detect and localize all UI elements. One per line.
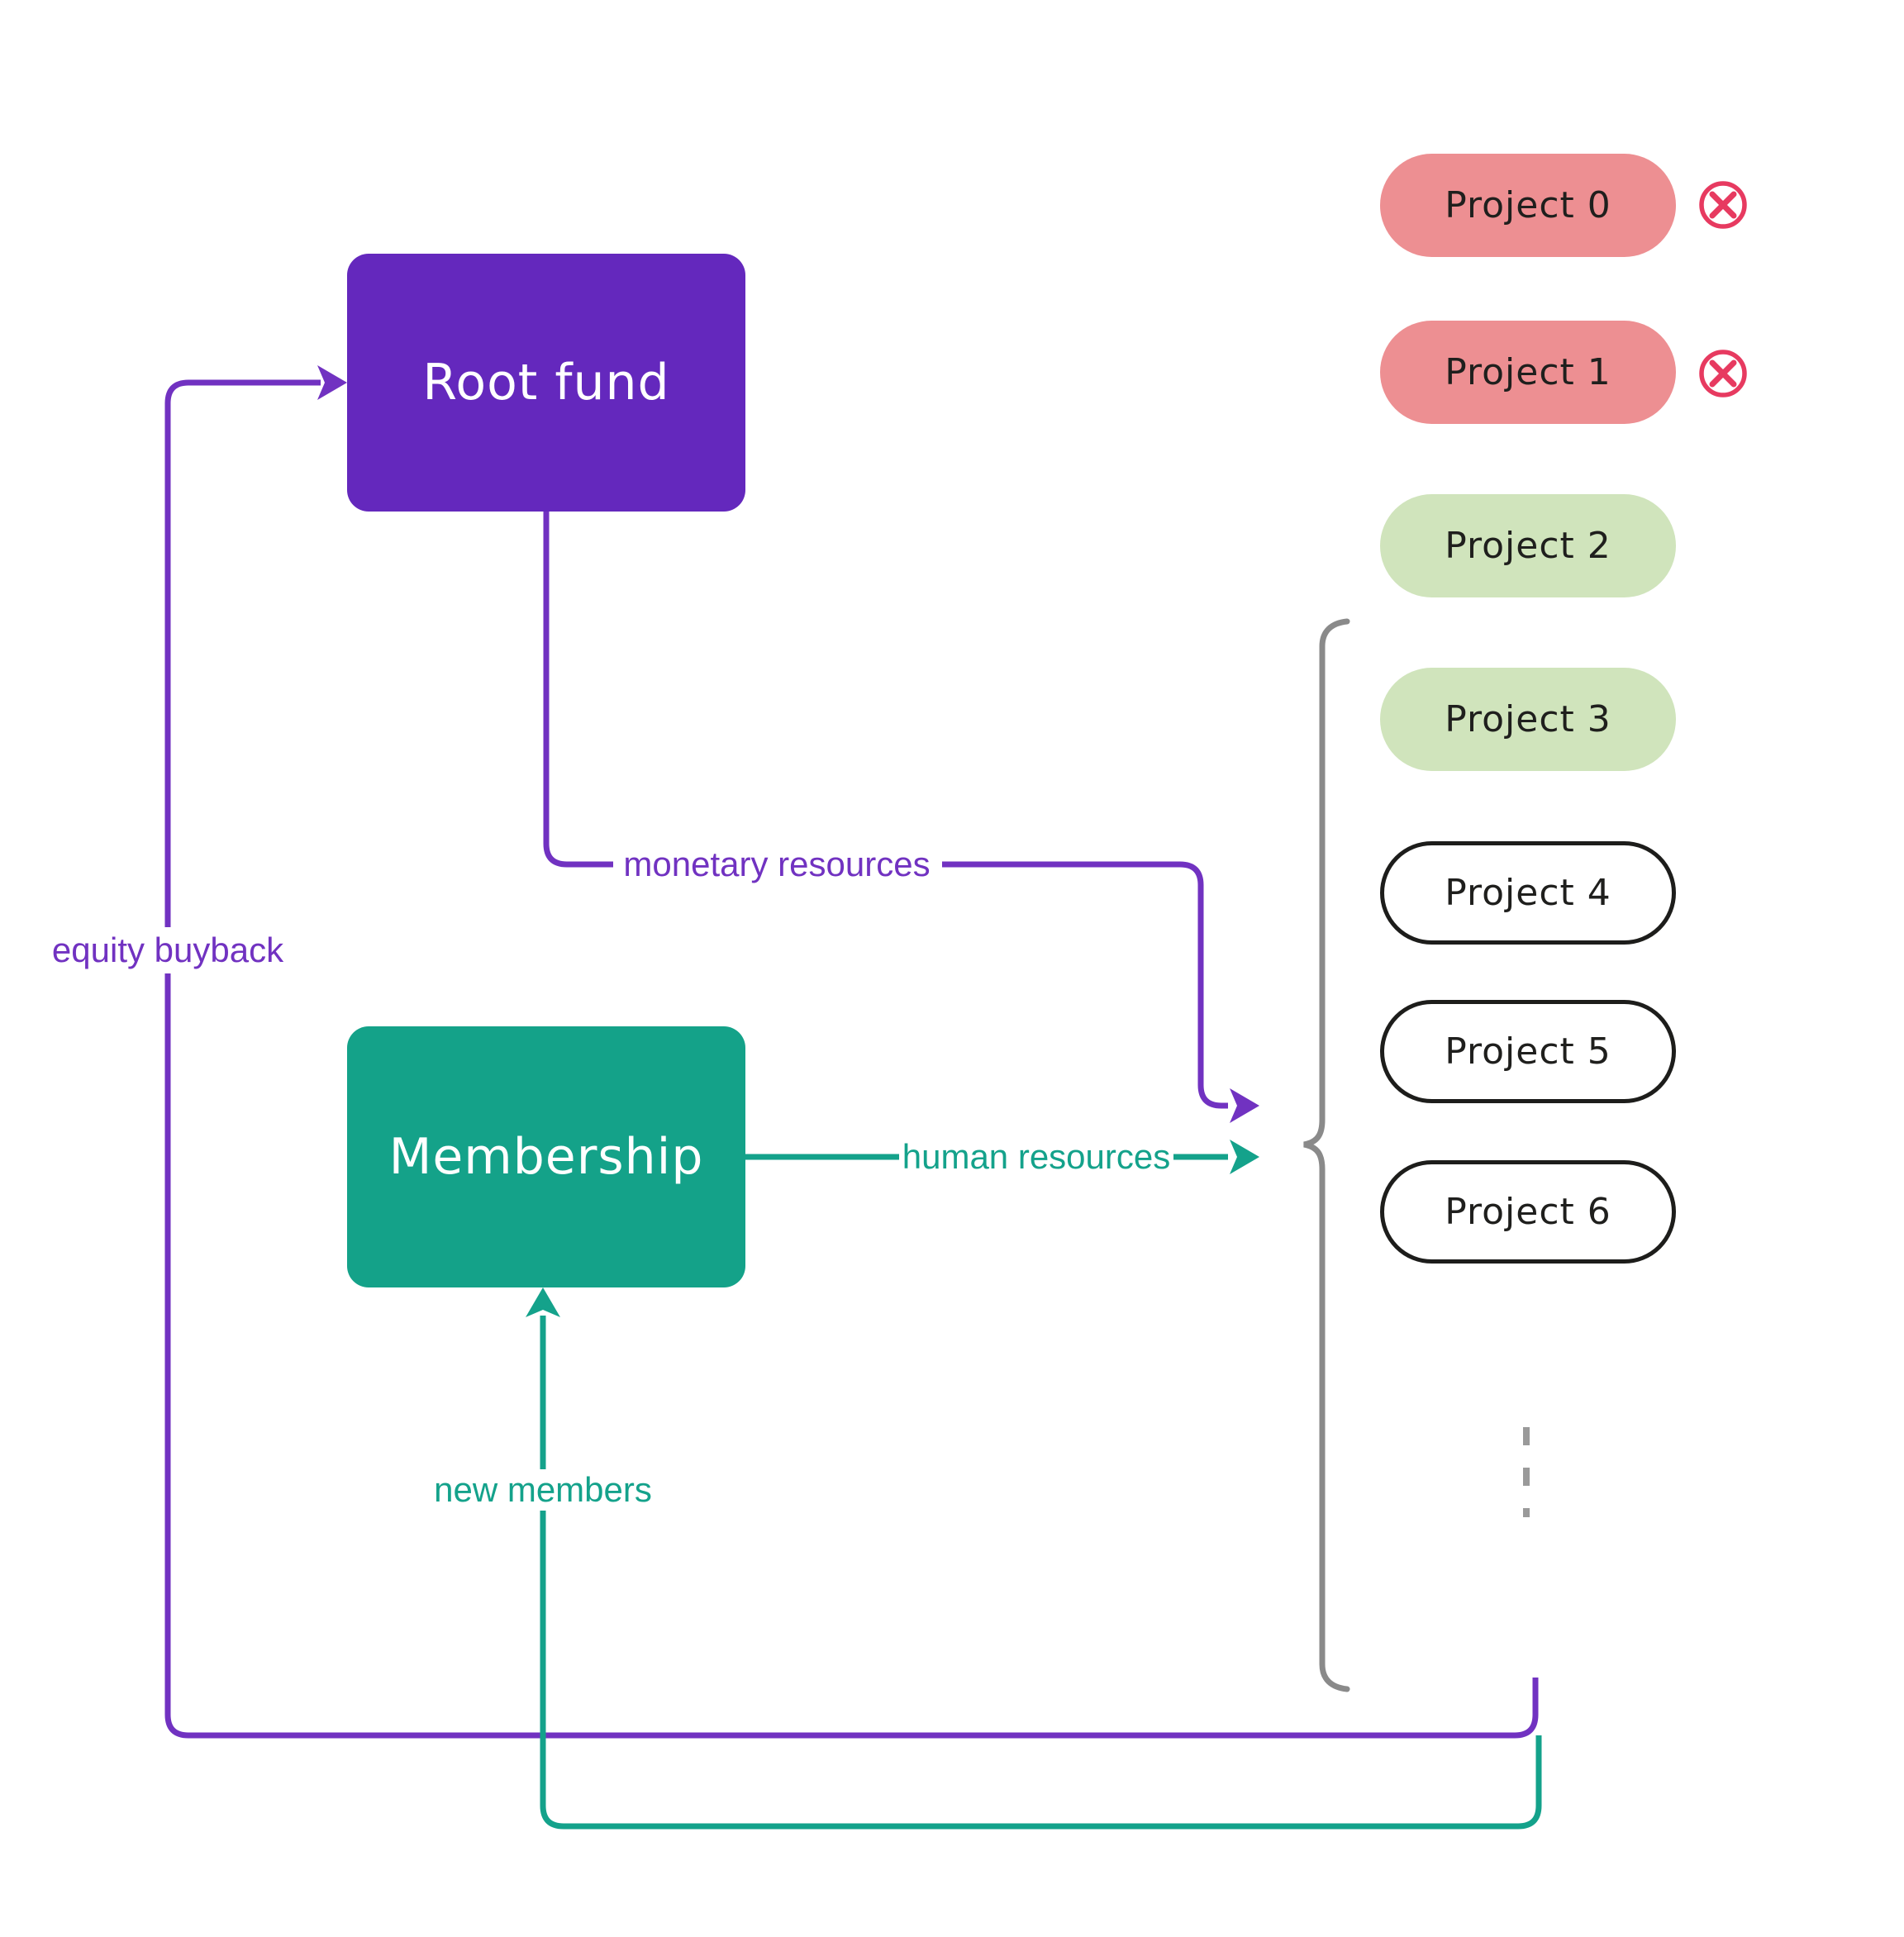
root-fund-label: Root fund	[422, 354, 670, 412]
monetary-resources-wire	[543, 512, 613, 868]
flow-label-new-members: new members	[434, 1470, 652, 1509]
monetary-resources-wire	[942, 861, 1228, 1109]
project-pill-label: Project 1	[1445, 351, 1611, 393]
project-pill-5[interactable]: Project 5	[1380, 1000, 1676, 1103]
node-root-fund[interactable]: Root fund	[347, 254, 745, 512]
project-pill-3[interactable]: Project 3	[1380, 668, 1676, 771]
equity-buyback-wire	[164, 973, 1539, 1739]
membership-label: Membership	[388, 1128, 704, 1186]
node-membership[interactable]: Membership	[347, 1026, 745, 1287]
projects-brace	[1303, 618, 1350, 1692]
equity-buyback-arrowhead-icon	[317, 365, 347, 400]
project-pill-label: Project 5	[1445, 1030, 1611, 1073]
cancel-icon[interactable]	[1697, 347, 1749, 400]
flow-label-equity-buyback: equity buyback	[51, 930, 284, 969]
project-pill-label: Project 4	[1445, 872, 1611, 914]
project-pill-label: Project 3	[1445, 698, 1611, 740]
flow-label-monetary-resources: monetary resources	[623, 845, 931, 883]
equity-buyback-wire	[164, 379, 321, 927]
new-members-arrowhead-icon	[526, 1287, 560, 1317]
project-pill-2[interactable]: Project 2	[1380, 494, 1676, 597]
project-pill-label: Project 6	[1445, 1191, 1611, 1233]
project-pill-label: Project 0	[1445, 184, 1611, 226]
flow-label-human-resources: human resources	[902, 1137, 1171, 1176]
human-resources-arrowhead-icon	[1230, 1140, 1259, 1174]
project-pill-1[interactable]: Project 1	[1380, 321, 1676, 424]
cancel-icon[interactable]	[1697, 178, 1749, 231]
project-pill-label: Project 2	[1445, 525, 1611, 567]
project-pill-4[interactable]: Project 4	[1380, 841, 1676, 945]
monetary-resources-arrowhead-icon	[1230, 1088, 1259, 1123]
project-pill-6[interactable]: Project 6	[1380, 1160, 1676, 1264]
project-pill-0[interactable]: Project 0	[1380, 154, 1676, 257]
new-members-wire	[540, 1511, 1542, 1830]
